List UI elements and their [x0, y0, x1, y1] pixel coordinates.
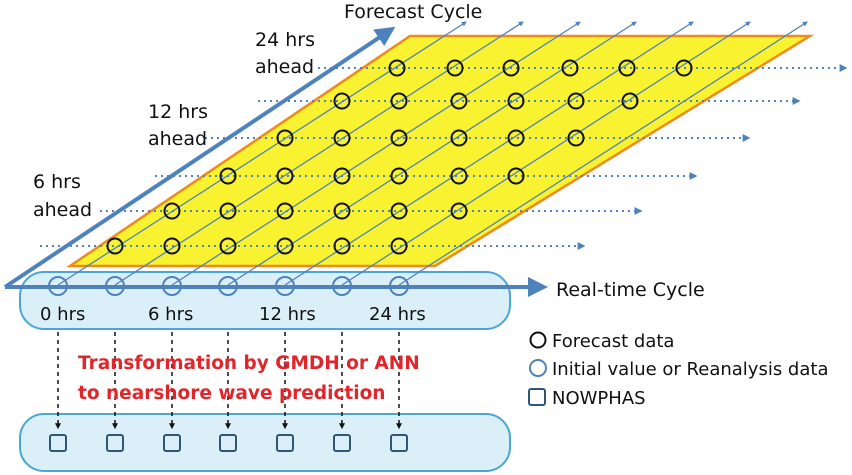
forecast-data-circle [163, 237, 181, 255]
forecast-diagonal-line [171, 21, 581, 286]
forecast-cycle-label: Forecast Cycle [344, 1, 482, 23]
forecast-data-circle [388, 59, 406, 77]
forecast-data-circle [219, 202, 237, 220]
forecast-diagonal-line [398, 21, 808, 286]
forecast-diagonals [57, 21, 808, 286]
lead-12-line1: 12 hrs [148, 101, 208, 123]
forecast-data-circle [561, 59, 579, 77]
forecast-data-circle [450, 202, 468, 220]
forecast-cycle-axis [3, 26, 396, 289]
hour-label-6: 6 hrs [148, 304, 193, 325]
forecast-plane [65, 34, 815, 268]
forecast-data-circle [276, 202, 294, 220]
forecast-data-circle [567, 129, 585, 147]
forecast-data-circle [390, 202, 408, 220]
transformation-text-line2: to nearshore wave prediction [78, 383, 385, 404]
forecast-data-circle [507, 167, 525, 185]
forecast-diagonal-line [227, 21, 637, 286]
forecast-diagonal-line [114, 21, 524, 286]
forecast-data-circle [446, 59, 464, 77]
forecast-data-circles [106, 59, 693, 255]
transformation-arrows [55, 324, 402, 430]
nowphas-square [106, 434, 124, 452]
legend-forecast-symbol [529, 331, 547, 349]
forecast-data-circle [450, 167, 468, 185]
initial-value-circle [275, 276, 295, 296]
forecast-data-circle [106, 237, 124, 255]
nowphas-band [19, 413, 511, 472]
nowphas-square [333, 434, 351, 452]
forecast-data-circle [675, 59, 693, 77]
forecast-data-circle [333, 202, 351, 220]
hour-label-0: 0 hrs [40, 304, 85, 325]
realtime-cycle-label: Real-time Cycle [556, 279, 705, 301]
forecast-data-circle [507, 92, 525, 110]
legend-nowphas-label: NOWPHAS [552, 388, 646, 409]
initial-value-circle [389, 276, 409, 296]
forecast-data-circle [390, 237, 408, 255]
nowphas-square [390, 434, 408, 452]
nowphas-square [219, 434, 237, 452]
legend-initial-label: Initial value or Reanalysis data [552, 359, 828, 380]
legend: Forecast data Initial value or Reanalysi… [528, 331, 828, 409]
nowphas-square [163, 434, 181, 452]
initial-value-circle [162, 276, 182, 296]
forecast-data-circle [621, 92, 639, 110]
initial-value-circles [48, 276, 409, 296]
nowphas-square [276, 434, 294, 452]
forecast-diagonal-line [284, 21, 694, 286]
forecast-data-circle [333, 129, 351, 147]
forecast-data-circle [390, 167, 408, 185]
transformation-text-line1: Transformation by GMDH or ANN [78, 353, 420, 374]
nowphas-squares [49, 434, 408, 452]
initial-value-circle [48, 276, 68, 296]
forecast-data-circle [390, 92, 408, 110]
lead-6-line1: 6 hrs [33, 171, 81, 193]
forecast-data-circle [390, 129, 408, 147]
forecast-data-circle [618, 59, 636, 77]
forecast-data-circle [333, 92, 351, 110]
lead-24-line2: ahead [255, 56, 314, 78]
hour-label-12: 12 hrs [259, 304, 316, 325]
forecast-data-circle [276, 237, 294, 255]
forecast-data-circle [507, 129, 525, 147]
forecast-diagonal-line [341, 21, 751, 286]
forecast-data-circle [276, 167, 294, 185]
initial-value-circle [218, 276, 238, 296]
forecast-data-circle [333, 167, 351, 185]
forecast-data-circle [219, 237, 237, 255]
legend-nowphas-symbol [528, 388, 546, 406]
initial-value-circle [105, 276, 125, 296]
hour-label-24: 24 hrs [369, 304, 426, 325]
forecast-data-circle [333, 237, 351, 255]
lead-12-line2: ahead [148, 128, 207, 150]
forecast-data-circle [450, 92, 468, 110]
legend-initial-symbol [529, 359, 547, 377]
forecast-data-circle [502, 59, 520, 77]
legend-forecast-label: Forecast data [552, 331, 674, 352]
lead-24-line1: 24 hrs [255, 29, 315, 51]
forecast-rows [40, 64, 848, 250]
forecast-data-circle [450, 129, 468, 147]
forecast-data-circle [567, 92, 585, 110]
forecast-diagonal-line [57, 21, 467, 286]
nowphas-square [49, 434, 67, 452]
forecast-data-circle [276, 129, 294, 147]
forecast-data-circle [219, 167, 237, 185]
forecast-data-circle [163, 202, 181, 220]
initial-value-circle [332, 276, 352, 296]
lead-6-line2: ahead [33, 199, 92, 221]
